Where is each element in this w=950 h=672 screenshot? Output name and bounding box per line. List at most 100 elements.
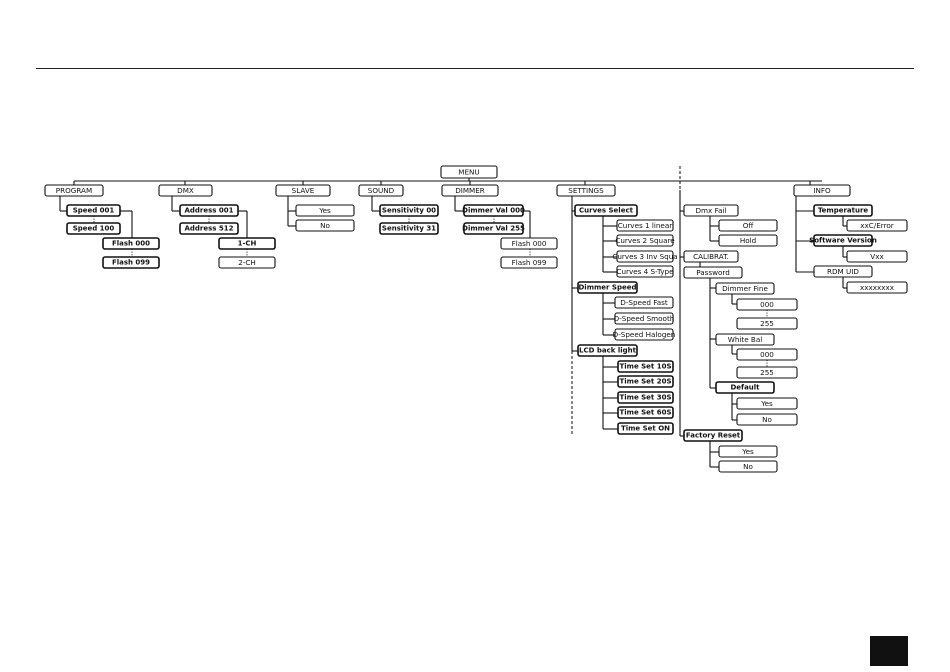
dmx-label: DMX xyxy=(177,186,194,195)
dimmer-speed-label: Dimmer Speed xyxy=(579,284,637,292)
program-label: PROGRAM xyxy=(56,186,92,195)
factory-reset-yes-node: Yes xyxy=(718,445,778,458)
dspeed-fast-node: D-Speed Fast xyxy=(614,296,674,309)
program-speed-max-label: Speed 100 xyxy=(73,225,115,233)
white-bal-label: White Bal xyxy=(728,335,763,344)
lcd-backlight-label: LCD back light xyxy=(579,347,637,355)
temperature-node: Temperature xyxy=(813,204,873,217)
sound-sens-min-node: Sensitivity 00 xyxy=(379,204,439,217)
page-corner-tab xyxy=(870,636,908,666)
dimmer-node: DIMMER xyxy=(441,184,499,197)
info-node: INFO xyxy=(793,184,851,197)
dspeed-halogen-label: D-Speed Halogen xyxy=(613,330,676,339)
calibrat-node: CALIBRAT. xyxy=(683,250,739,263)
timeset-on-node: Time Set ON xyxy=(617,422,674,435)
info-label: INFO xyxy=(813,186,831,195)
dimmer-fine-min-node: 000 xyxy=(736,298,798,311)
default-no-node: No xyxy=(736,413,798,426)
dmx-2ch-label: 2-CH xyxy=(238,258,256,267)
program-flash-max-node: Flash 099 xyxy=(102,256,160,269)
dimmer-fine-label: Dimmer Fine xyxy=(722,284,768,293)
temperature-value-label: xxC/Error xyxy=(860,221,894,230)
curves-4-label: Curves 4 S-Type xyxy=(616,267,674,276)
dimmer-flash-max-node: Flash 099 xyxy=(500,256,558,269)
program-flash-min-label: Flash 000 xyxy=(112,240,150,248)
password-node: Password xyxy=(683,266,743,279)
timeset-30-node: Time Set 30S xyxy=(617,391,674,404)
program-speed-min-label: Speed 001 xyxy=(73,207,115,215)
default-yes-label: Yes xyxy=(760,399,773,408)
temperature-value-node: xxC/Error xyxy=(846,219,908,232)
default-no-label: No xyxy=(762,415,772,424)
timeset-10-node: Time Set 10S xyxy=(617,360,674,373)
dimmer-flash-min-node: Flash 000 xyxy=(500,237,558,250)
connector-lines xyxy=(59,166,847,468)
program-speed-max-node: Speed 100 xyxy=(66,222,121,235)
menu-root-label: MENU xyxy=(458,168,479,177)
factory-reset-no-node: No xyxy=(718,460,778,473)
dspeed-smooth-node: D-Speed Smooth xyxy=(614,312,675,325)
dmx-fail-off-label: Off xyxy=(743,221,755,230)
dmx-address-min-node: Address 001 xyxy=(179,204,239,217)
program-node: PROGRAM xyxy=(44,184,104,197)
menu-root-node: MENU xyxy=(440,165,498,179)
slave-label: SLAVE xyxy=(292,186,315,195)
dimmer-val-min-label: Dimmer Val 000 xyxy=(462,207,525,215)
white-bal-min-label: 000 xyxy=(760,350,774,359)
password-label: Password xyxy=(696,268,730,277)
default-label: Default xyxy=(730,384,760,392)
dspeed-smooth-label: D-Speed Smooth xyxy=(614,314,675,323)
dmx-fail-hold-node: Hold xyxy=(718,234,778,247)
rdm-uid-node: RDM UID xyxy=(813,265,873,278)
factory-reset-node: Factory Reset xyxy=(683,429,743,442)
software-version-node: Software Version xyxy=(809,234,877,247)
sound-node: SOUND xyxy=(358,184,404,197)
calibrat-label: CALIBRAT. xyxy=(693,252,729,261)
factory-reset-yes-label: Yes xyxy=(741,447,754,456)
settings-node: SETTINGS xyxy=(556,184,616,197)
lcd-backlight-node: LCD back light xyxy=(577,344,638,357)
dmx-node: DMX xyxy=(158,184,213,197)
timeset-on-label: Time Set ON xyxy=(621,425,670,433)
slave-yes-node: Yes xyxy=(295,204,355,217)
curves-2-label: Curves 2 Square xyxy=(615,236,675,245)
white-bal-node: White Bal xyxy=(715,333,775,346)
curves-select-label: Curves Select xyxy=(579,207,634,215)
factory-reset-no-label: No xyxy=(743,462,753,471)
sound-sens-min-label: Sensitivity 00 xyxy=(382,207,436,215)
software-version-value-node: Vxx xyxy=(846,250,908,263)
curves-1-label: Curves 1 linear xyxy=(618,221,672,230)
slave-yes-label: Yes xyxy=(318,206,331,215)
dmx-fail-label: Dmx Fail xyxy=(696,206,727,215)
dimmer-fine-max-label: 255 xyxy=(760,319,774,328)
curves-2-node: Curves 2 Square xyxy=(615,234,675,247)
white-bal-max-label: 255 xyxy=(760,368,774,377)
program-flash-min-node: Flash 000 xyxy=(102,237,160,250)
dimmer-fine-node: Dimmer Fine xyxy=(715,282,775,295)
dspeed-fast-label: D-Speed Fast xyxy=(620,298,668,307)
sound-sens-max-node: Sensitivity 31 xyxy=(379,222,439,235)
top-rule xyxy=(36,68,914,69)
white-bal-min-node: 000 xyxy=(736,348,798,361)
sound-sens-max-label: Sensitivity 31 xyxy=(382,225,436,233)
slave-node: SLAVE xyxy=(275,184,331,197)
dimmer-flash-max-label: Flash 099 xyxy=(512,258,547,267)
dspeed-halogen-node: D-Speed Halogen xyxy=(613,328,676,341)
software-version-value-label: Vxx xyxy=(870,252,884,261)
rdm-uid-value-node: xxxxxxxx xyxy=(846,281,908,294)
dimmer-fine-min-label: 000 xyxy=(760,300,774,309)
program-flash-max-label: Flash 099 xyxy=(112,259,150,267)
factory-reset-label: Factory Reset xyxy=(686,432,741,440)
default-node: Default xyxy=(715,381,775,394)
rdm-uid-label: RDM UID xyxy=(827,267,859,276)
slave-no-node: No xyxy=(295,219,355,232)
sound-label: SOUND xyxy=(368,186,395,195)
timeset-60-node: Time Set 60S xyxy=(617,406,674,419)
curves-select-node: Curves Select xyxy=(574,204,638,217)
timeset-60-label: Time Set 60S xyxy=(619,409,671,417)
dmx-2ch-node: 2-CH xyxy=(218,256,276,269)
dmx-address-min-label: Address 001 xyxy=(184,207,233,215)
dmx-1ch-label: 1-CH xyxy=(238,240,257,248)
timeset-20-node: Time Set 20S xyxy=(617,375,674,388)
